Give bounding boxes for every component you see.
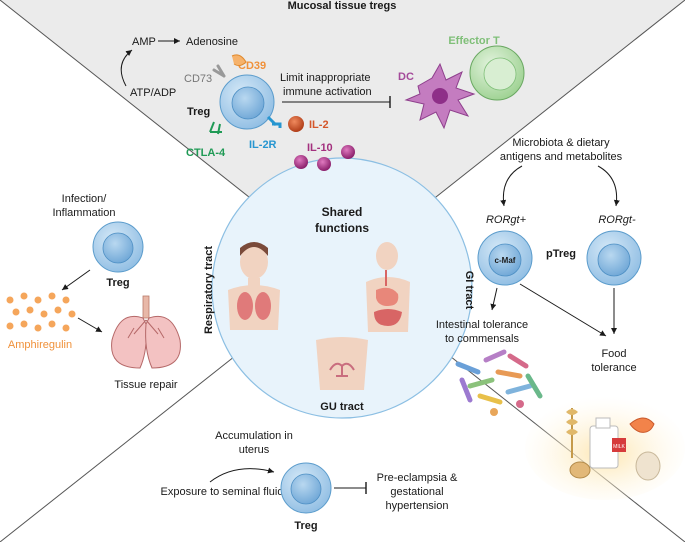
ptreg-rorgt-neg-cell [586,230,642,286]
limit-label-1: Limit inappropriate [280,72,371,84]
lungs-icon [111,295,181,369]
commensal-bacteria-icon [455,349,543,416]
preeclampsia-label-1: Pre-eclampsia & [377,472,458,484]
treg-to-amphiregulin-arrow [61,269,91,291]
treg-cell-gu [280,462,332,514]
digestive-system-icon [366,242,410,332]
treg-label-top: Treg [187,106,210,118]
ptreg-label: pTreg [546,248,576,260]
il10-label: IL-10 [307,142,333,154]
ptreg-rorgt-pos-cell [477,230,533,286]
rorgt-pos-to-food-arrow [519,283,607,337]
microbiota-label-2: antigens and metabolites [500,151,623,163]
tissue-repair-label: Tissue repair [114,379,178,391]
section-respiratory: Respiratory tract [203,246,215,334]
il10-molecule-icon-3 [341,145,355,159]
diagram-title: Mucosal tissue tregs [288,0,397,12]
cmaf-label: c-Maf [495,256,516,265]
microbiota-to-rorgt-neg-arrow [597,165,620,207]
il2r-receptor-icon [266,115,282,128]
atp-adp-label: ATP/ADP [130,87,176,99]
preeclampsia-label-2: gestational [390,486,443,498]
ctla4-label: CTLA-4 [186,147,226,159]
treg-cell-top [219,74,275,130]
food-tolerance-label-2: tolerance [591,362,636,374]
shared-functions-circle [211,157,473,419]
section-gi: GI tract [463,271,475,310]
il10-molecule-icon-1 [294,155,308,169]
female-body-icon [228,242,280,330]
accumulation-label-1: Accumulation in [215,430,293,442]
infection-label-1: Infection/ [62,193,108,205]
treg-cell-respiratory [92,221,144,273]
rorgt-pos-to-intestinal-arrow [490,287,498,311]
il2r-label: IL-2R [249,139,277,151]
dc-label: DC [398,71,414,83]
exposure-arrow [209,467,275,483]
cd73-label: CD73 [184,73,212,85]
intestinal-tolerance-label-1: Intestinal tolerance [436,319,528,331]
dc-cell-icon [404,62,476,130]
amphiregulin-to-lungs-arrow [77,317,103,333]
adenosine-label: Adenosine [186,36,238,48]
shared-label-2: functions [315,221,369,235]
rorgt-neg-label: RORgt- [598,214,636,226]
treg-label-respiratory: Treg [106,277,129,289]
rorgt-pos-label: RORgt+ [486,214,527,226]
il10-molecule-icon-2 [317,157,331,171]
preeclampsia-label-3: hypertension [386,500,449,512]
atp-curve-arrow [120,49,133,87]
il2-label: IL-2 [309,119,329,131]
food-icon-group: MILK [566,408,661,481]
effector-t-label: Effector T [448,35,500,47]
cd73-receptor-icon [212,64,226,78]
cd39-receptor-icon [231,54,247,67]
microbiota-to-rorgt-pos-arrow [500,165,523,207]
milk-carton-label: MILK [613,444,625,450]
amphiregulin-dots-icon [6,292,76,332]
il2-molecule-icon [288,116,304,132]
food-tolerance-label-1: Food [601,348,626,360]
infection-label-2: Inflammation [53,207,116,219]
intestinal-tolerance-label-2: to commensals [445,333,519,345]
ctla4-receptor-icon [209,121,222,135]
amphiregulin-label: Amphiregulin [8,339,72,351]
treg-label-gu: Treg [294,520,317,532]
microbiota-label-1: Microbiota & dietary [512,137,610,149]
uterus-body-icon [316,337,368,390]
exposure-label: Exposure to seminal fluid [161,486,284,498]
shared-label-1: Shared [322,205,363,219]
amp-label: AMP [132,36,156,48]
effector-t-cell [469,45,525,101]
section-gu: GU tract [320,401,364,413]
accumulation-label-2: uterus [239,444,270,456]
limit-label-2: immune activation [283,86,372,98]
